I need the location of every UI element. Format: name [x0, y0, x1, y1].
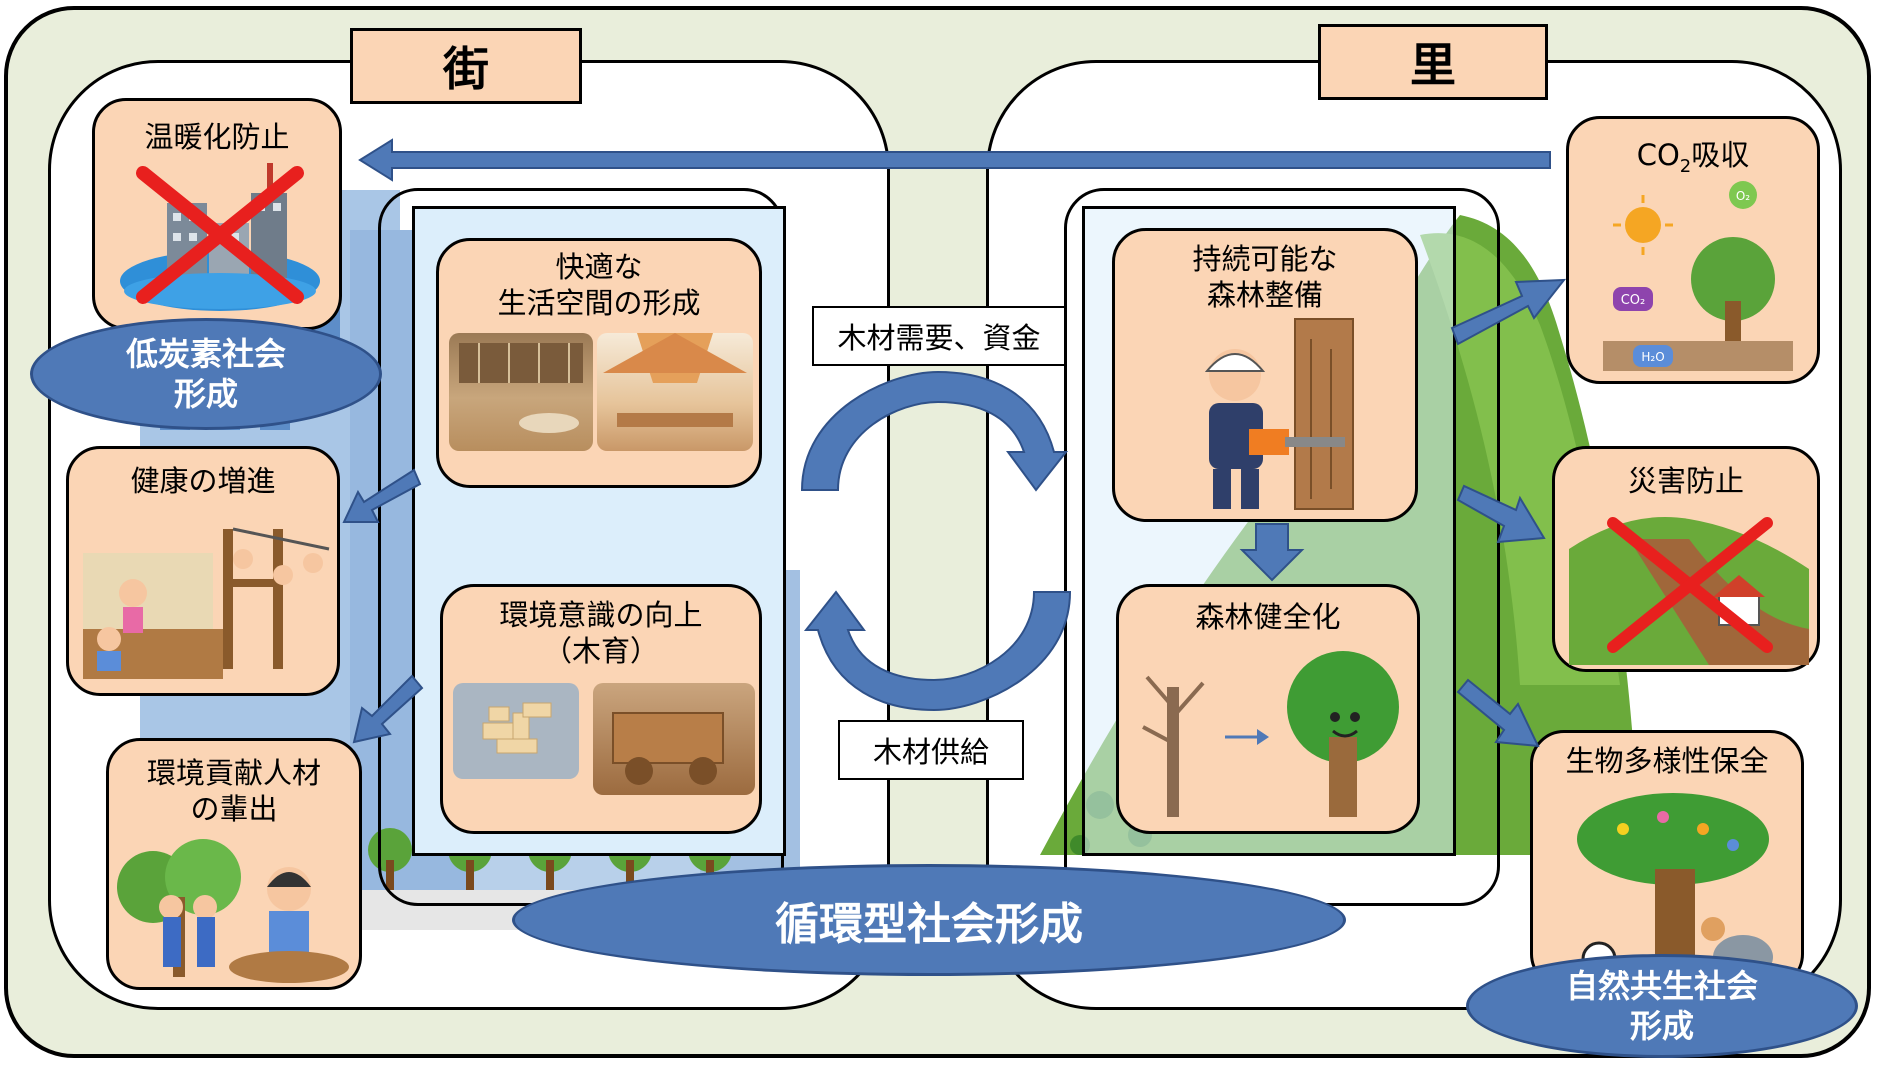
arrow-down-forest: [1239, 523, 1305, 582]
wooden-room-photo: [449, 333, 593, 451]
warming-prevention-card: 温暖化防止: [92, 98, 342, 330]
sustainable-forest-line1: 持続可能な: [1192, 242, 1338, 276]
env-awareness-line2: （木育）: [542, 634, 659, 668]
co2-absorption-title: CO2吸収: [1569, 137, 1817, 185]
low-carbon-line2: 形成: [173, 375, 238, 413]
circular-arrow-bottom: [803, 590, 1072, 712]
top-long-arrow: [358, 138, 1551, 182]
nature-coexist-society-ellipse: 自然共生社会 形成: [1466, 954, 1858, 1058]
co2-sub: 2: [1679, 155, 1692, 177]
health-title: 健康の増進: [130, 464, 276, 498]
forest-health-title: 森林健全化: [1195, 600, 1341, 634]
comfortable-space-card: 快適な 生活空間の形成: [436, 238, 762, 488]
forester-chainsaw-icon: [1204, 318, 1354, 510]
arrow-to-biodiversity: [1456, 678, 1540, 748]
comfortable-space-line1: 快適な: [555, 250, 643, 284]
nature-coexist-line2: 形成: [1629, 1007, 1694, 1045]
sato-tab: 里: [1318, 24, 1548, 100]
tree-planting-icon: [117, 839, 349, 983]
nature-coexist-line1: 自然共生社会: [1565, 967, 1758, 1005]
arrow-to-disaster-prevention: [1456, 484, 1546, 544]
biodiversity-title: 生物多様性保全: [1565, 744, 1769, 778]
low-carbon-society-ellipse: 低炭素社会 形成: [30, 318, 382, 430]
arrow-to-eco-talent: [352, 674, 424, 744]
disaster-prevention-card: 災害防止: [1552, 446, 1820, 672]
wood-demand-label: 木材需要、資金: [812, 306, 1066, 366]
sustainable-forest-line2: 森林整備: [1206, 278, 1323, 312]
wooden-cafe-photo: [597, 333, 753, 451]
sustainable-forest-card: 持続可能な 森林整備: [1112, 228, 1418, 522]
biodiversity-card: 生物多様性保全: [1530, 730, 1804, 988]
o2-label: O₂: [1736, 189, 1750, 203]
circular-arrow-top: [800, 370, 1069, 492]
wood-supply-label: 木材供給: [838, 720, 1024, 780]
red-cross-mark-icon: [136, 166, 304, 304]
arrow-to-co2-absorption: [1450, 278, 1567, 346]
red-cross-disaster-icon: [1607, 517, 1773, 653]
health-card: 健康の増進: [66, 446, 340, 696]
machi-tab: 街: [350, 28, 582, 104]
low-carbon-line1: 低炭素社会: [125, 335, 286, 373]
wooden-blocks-photo: [453, 683, 579, 779]
tree-photosynthesis-icon: O₂ CO₂ H₂O: [1603, 181, 1793, 371]
co2-prefix: CO: [1636, 138, 1680, 172]
unhealthy-to-healthy-tree-icon: [1142, 651, 1399, 817]
arrow-to-health: [342, 468, 422, 523]
disaster-prevention-title: 災害防止: [1627, 464, 1744, 498]
co2-icon-label: CO₂: [1621, 293, 1646, 308]
children-playing-icon: [83, 527, 330, 679]
comfortable-space-line2: 生活空間の形成: [497, 286, 701, 320]
eco-talent-card: 環境貢献人材 の輩出: [106, 738, 362, 990]
env-awareness-card: 環境意識の向上 （木育）: [440, 584, 762, 834]
co2-suffix: 吸収: [1691, 138, 1750, 172]
warming-prevention-title: 温暖化防止: [144, 120, 290, 154]
circular-society-ellipse: 循環型社会形成: [512, 864, 1346, 976]
env-awareness-line1: 環境意識の向上: [499, 598, 703, 632]
forest-health-card: 森林健全化: [1116, 584, 1420, 834]
eco-talent-line2: の輩出: [190, 792, 278, 826]
eco-talent-line1: 環境貢献人材: [146, 756, 321, 790]
co2-absorption-card: CO2吸収 O₂ CO₂ H₂O: [1566, 116, 1820, 384]
h2o-label: H₂O: [1641, 350, 1664, 364]
wooden-toy-train-photo: [593, 683, 755, 795]
